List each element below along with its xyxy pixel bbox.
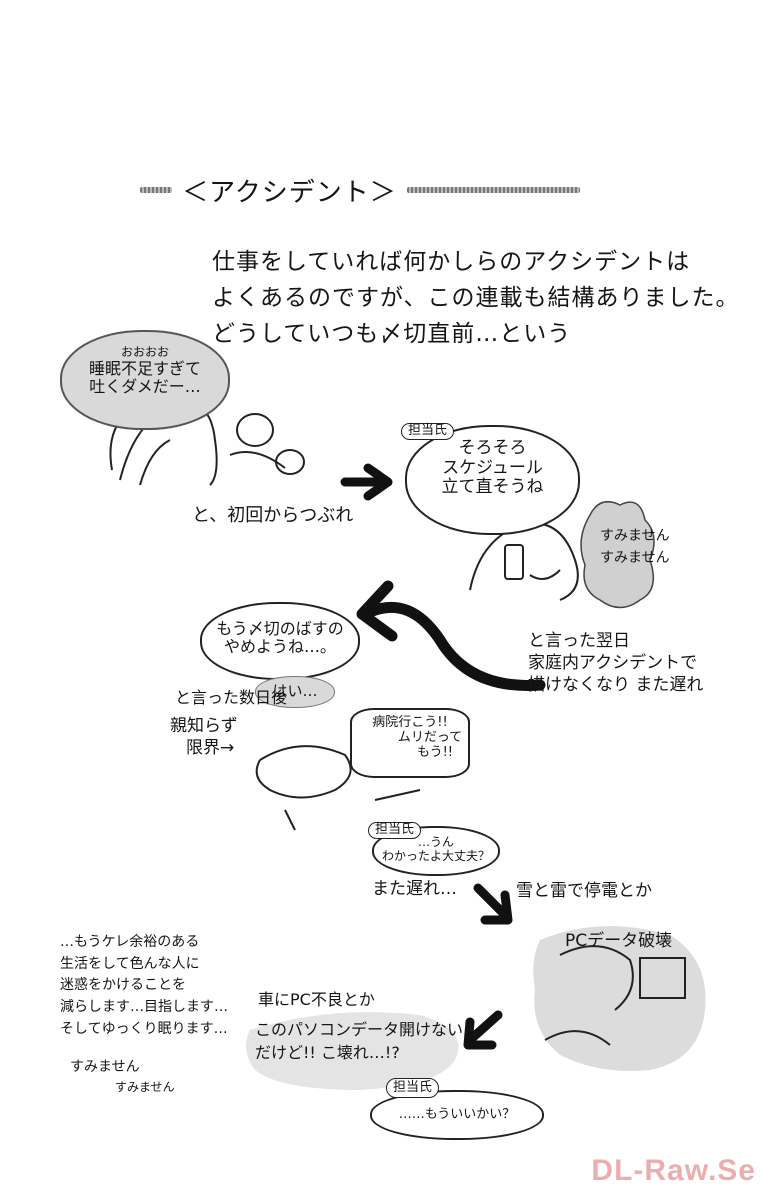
editor-schedule-bubble: 担当氏 そろそろ スケジュール 立て直そうね bbox=[401, 423, 580, 535]
bubble-line: …うん bbox=[417, 835, 454, 849]
bubble-line: ムリだって bbox=[397, 729, 463, 745]
closing-sign-2: すみません bbox=[115, 1080, 175, 1094]
pc-scene-shading bbox=[533, 926, 706, 1071]
arrow-right-1 bbox=[340, 463, 393, 501]
apology-text: すみません すみません bbox=[600, 525, 670, 570]
phone-person-drawing bbox=[469, 522, 579, 601]
intro-line: よくあるのですが、この連載も結構ありました。 bbox=[212, 285, 740, 311]
bubble-line: 睡眠不足すぎて bbox=[88, 358, 201, 378]
reply-bubble: はい… bbox=[255, 676, 335, 708]
caption-line: と言った翌日 bbox=[528, 631, 630, 651]
blackout-caption: 雪と雷で停電とか bbox=[516, 881, 652, 901]
section-title: ＜アクシデント＞ bbox=[140, 172, 580, 208]
pc-line: だけど!! こ壊れ…!? bbox=[255, 1043, 400, 1063]
editor-tag: 担当氏 bbox=[368, 822, 422, 839]
curved-arrow-left bbox=[364, 601, 546, 691]
bubble-line: もう!! bbox=[416, 744, 454, 760]
bubble-line: やめようね…。 bbox=[223, 637, 336, 657]
bubble-line: スケジュール bbox=[442, 457, 543, 478]
pc-line-shading bbox=[246, 1012, 459, 1090]
editor-done-bubble: 担当氏 ……もういいかい？ bbox=[370, 1078, 544, 1140]
title-rule-left bbox=[140, 187, 173, 193]
bubble-line: 立て直そうね bbox=[441, 477, 544, 498]
wisdom-tooth-caption: 親知らず 限界→ bbox=[170, 715, 238, 759]
pc-user-drawing bbox=[544, 945, 686, 1046]
bubble-line: 吐くダメだー… bbox=[89, 377, 201, 397]
pc-line: このパソコンデータ開けないん bbox=[255, 1020, 480, 1039]
editor-okay-bubble: 担当氏 …うん わかったよ大丈夫？ bbox=[368, 822, 500, 876]
pc-broken-caption: PCデータ破壊 bbox=[565, 931, 673, 951]
bubble-line: 病院行こう!! bbox=[372, 715, 448, 730]
closing-text: …もうケレ余裕のある 生活をして色んな人に 迷惑をかけることを 減らします…目指… bbox=[60, 932, 228, 1040]
bubble-line: そろそろ bbox=[458, 438, 527, 458]
stop-extending-bubble: もう〆切のばすの やめようね…。 bbox=[200, 602, 360, 680]
toothache-figure-drawing bbox=[255, 745, 352, 831]
editor-tag: 担当氏 bbox=[386, 1078, 440, 1098]
intro-line: 仕事をしていれば何かしらのアクシデントは bbox=[212, 249, 691, 275]
closing-line: 迷惑をかけることを bbox=[60, 977, 186, 994]
closing-line: …もうケレ余裕のある bbox=[60, 934, 200, 950]
pc-trouble-line: このパソコンデータ開けないん だけど!! こ壊れ…!? bbox=[255, 1018, 479, 1064]
editor-tag: 担当氏 bbox=[401, 423, 455, 440]
intro-line: どうしていつも〆切直前…という bbox=[212, 321, 572, 347]
title-rule-right bbox=[406, 187, 580, 193]
caption-line: 親知らず bbox=[170, 716, 238, 736]
intro-text: 仕事をしていれば何かしらのアクシデントは よくあるのですが、この連載も結構ありま… bbox=[212, 244, 740, 352]
sleeping-figure-drawing bbox=[229, 413, 305, 475]
scene1-caption: と、初回からつぶれ bbox=[192, 505, 354, 526]
section-title-text: ＜アクシデント＞ bbox=[182, 177, 397, 208]
bubble-line: ……もういいかい？ bbox=[398, 1107, 516, 1122]
caption-line: 描けなくなり また遅れ bbox=[528, 675, 704, 696]
apology-line: すみません bbox=[600, 528, 670, 544]
caption-line: 家庭内アクシデントで bbox=[528, 653, 698, 674]
car-pc-caption: 車にPC不良とか bbox=[258, 990, 375, 1009]
scene3-caption: と言った翌日 家庭内アクシデントで 描けなくなり また遅れ bbox=[528, 630, 703, 696]
hospital-bubble: 病院行こう!! ムリだって もう!! bbox=[350, 708, 470, 778]
watermark: DL-Raw.Se bbox=[591, 1154, 756, 1187]
bubble-line: もう〆切のばすの bbox=[216, 619, 344, 638]
closing-line: 減らします…目指します… bbox=[60, 999, 228, 1016]
arrow-down-left bbox=[463, 1010, 503, 1050]
arrow-down-right bbox=[473, 883, 513, 925]
caption-line: 限界→ bbox=[186, 738, 235, 759]
apology-cloud bbox=[580, 500, 655, 609]
closing-line: そしてゆっくり眠ります… bbox=[60, 1020, 228, 1037]
late-again-caption: また遅れ… bbox=[372, 879, 457, 899]
bubble-line: わかったよ大丈夫？ bbox=[381, 848, 490, 863]
closing-sign-1: すみません bbox=[70, 1059, 140, 1075]
scene4-caption: と言った数日後 bbox=[175, 688, 288, 707]
closing-line: 生活をして色んな人に bbox=[60, 955, 200, 972]
sleep-deprived-bubble: おおおお 睡眠不足すぎて 吐くダメだー… bbox=[60, 330, 230, 430]
bubble-line: おおおお bbox=[120, 345, 169, 359]
apology-line: すみません bbox=[600, 550, 670, 567]
